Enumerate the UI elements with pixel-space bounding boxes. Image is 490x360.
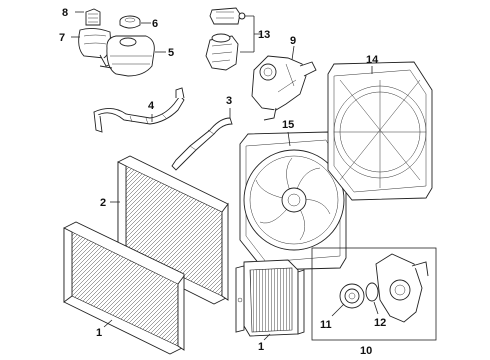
fan-shroud-14	[327, 61, 433, 201]
water-pump-9	[251, 55, 317, 121]
callout-5: 5	[168, 47, 174, 59]
cap-8	[85, 8, 101, 26]
callout-labels: 8 7 6 5 4 3 2 1 13 9 14 15 1 11 12 10	[59, 7, 386, 357]
callout-2: 2	[100, 197, 106, 209]
leader-lines	[71, 11, 379, 341]
callout-12: 12	[374, 317, 386, 329]
callout-1-left: 1	[96, 327, 102, 339]
group-box-10	[311, 247, 437, 341]
callout-14: 14	[366, 54, 379, 66]
callout-9: 9	[290, 35, 296, 47]
hose-3	[171, 117, 233, 171]
pump-housing-10	[375, 253, 429, 323]
callout-6: 6	[152, 18, 158, 30]
callout-4: 4	[148, 100, 155, 112]
callout-15: 15	[282, 119, 294, 131]
aux-radiator-1	[235, 259, 305, 337]
callout-1-right: 1	[258, 341, 264, 353]
fan-shroud-15	[239, 131, 347, 271]
cap-6	[119, 15, 141, 29]
hose-4	[93, 87, 185, 133]
pulley-11	[339, 283, 365, 309]
callout-8: 8	[62, 7, 68, 19]
gasket-12	[365, 282, 379, 302]
expansion-tank-5	[99, 35, 155, 77]
callout-11: 11	[320, 319, 332, 331]
callout-10: 10	[360, 345, 372, 357]
callout-3: 3	[226, 95, 232, 107]
condenser-1	[63, 221, 185, 355]
pump-13	[205, 7, 246, 71]
callout-13: 13	[258, 29, 270, 41]
callout-7: 7	[59, 32, 65, 44]
